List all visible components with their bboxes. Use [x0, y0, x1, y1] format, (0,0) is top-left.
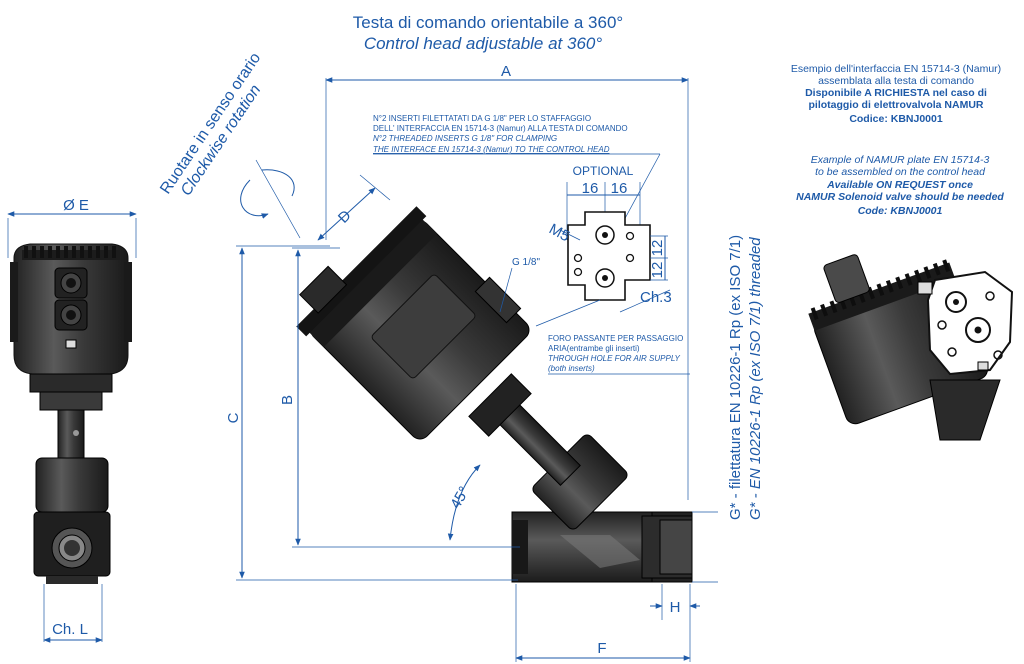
dimension-e: Ø E [7, 197, 137, 258]
title-block: Testa di comando orientabile a 360° Cont… [353, 13, 623, 53]
namur-en-line5: Code: KBNJ0001 [858, 205, 943, 217]
namur-note-italian: Esempio dell'interfaccia EN 15714-3 (Nam… [791, 63, 1001, 125]
namur-note-english: Example of NAMUR plate EN 15714-3 to be … [796, 154, 1004, 217]
optional-ch3: Ch.3 [640, 289, 672, 306]
title-italian: Testa di comando orientabile a 360° [353, 13, 623, 32]
hole-note-line4: (both inserts) [548, 364, 595, 373]
optional-g18: G 1/8" [512, 257, 540, 268]
dimension-b-label: B [279, 395, 296, 405]
inserts-note-line1: N°2 INSERTI FILETTATATI DA G 1/8" PER LO… [373, 114, 591, 123]
dimension-chl: Ch. L [43, 584, 103, 643]
dimension-h-label: H [670, 599, 681, 616]
rotation-arrow-icon [240, 159, 301, 239]
dimension-h: H [650, 584, 700, 620]
thread-label-english: G* - EN 10226-1 Rp (ex ISO 7/1) threaded [747, 237, 764, 520]
dimension-chl-label: Ch. L [52, 621, 88, 638]
namur-it-line1: Esempio dell'interfaccia EN 15714-3 (Nam… [791, 63, 1001, 75]
dimension-c: C [225, 245, 518, 581]
namur-en-line2: to be assembled on the control head [815, 166, 986, 178]
angle-label: 45° [447, 484, 473, 512]
inserts-note-line4: THE INTERFACE EN 15714-3 (Namur) TO THE … [373, 145, 610, 154]
thread-label: G* - filettatura EN 10226-1 Rp (ex ISO 7… [692, 235, 764, 583]
hole-note-line1: FORO PASSANTE PER PASSAGGIO [548, 334, 683, 343]
optional-dim-12b: 12 [649, 262, 666, 279]
dimension-f-label: F [597, 640, 606, 657]
optional-dim-16b: 16 [611, 180, 628, 197]
hole-note: FORO PASSANTE PER PASSAGGIO ARIA(entramb… [535, 299, 690, 375]
optional-dim-12a: 12 [649, 240, 666, 257]
main-valve [296, 206, 693, 583]
title-english: Control head adjustable at 360° [364, 34, 603, 53]
hole-note-line3: THROUGH HOLE FOR AIR SUPPLY [548, 354, 681, 363]
namur-en-line3: Available ON REQUEST once [826, 179, 973, 191]
rotation-italian: Ruotare in senso orario [157, 50, 264, 197]
dimension-a: A [325, 63, 689, 500]
optional-plate: OPTIONAL 16 16 M5 12 12 Ch.3 G 1/8" [499, 164, 672, 313]
namur-en-line1: Example of NAMUR plate EN 15714-3 [811, 154, 990, 166]
dimension-e-label: Ø E [63, 197, 89, 214]
namur-it-line2: assemblata alla testa di comando [818, 75, 974, 87]
dimension-c-label: C [225, 412, 242, 423]
dimension-f: F [515, 584, 691, 662]
dimension-angle: 45° [447, 464, 481, 541]
namur-en-line4: NAMUR Solenoid valve should be needed [796, 191, 1004, 203]
side-view-valve [10, 243, 132, 584]
rotation-label: Ruotare in senso orario Clockwise rotati… [157, 50, 264, 199]
namur-it-line4: pilotaggio di elettrovalvola NAMUR [808, 99, 983, 111]
optional-label: OPTIONAL [573, 164, 634, 178]
dimension-b: B [279, 247, 520, 548]
namur-it-line5: Codice: KBNJ0001 [849, 113, 943, 125]
dimension-d: D [317, 174, 391, 241]
namur-it-line3: Disponibile A RICHIESTA nel caso di [805, 87, 987, 99]
inserts-note-line2: DELL' INTERFACCIA EN 15714-3 (Namur) ALL… [373, 124, 628, 133]
optional-dim-16a: 16 [582, 180, 599, 197]
thread-label-italian: G* - filettatura EN 10226-1 Rp (ex ISO 7… [727, 235, 744, 520]
inserts-note-line3: N°2 THREADED INSERTS G 1/8" FOR CLAMPING [373, 134, 557, 143]
hole-note-line2: ARIA(entrambe gli inserti) [548, 344, 640, 353]
namur-head-picture [808, 254, 1014, 441]
dimension-a-label: A [501, 63, 511, 80]
